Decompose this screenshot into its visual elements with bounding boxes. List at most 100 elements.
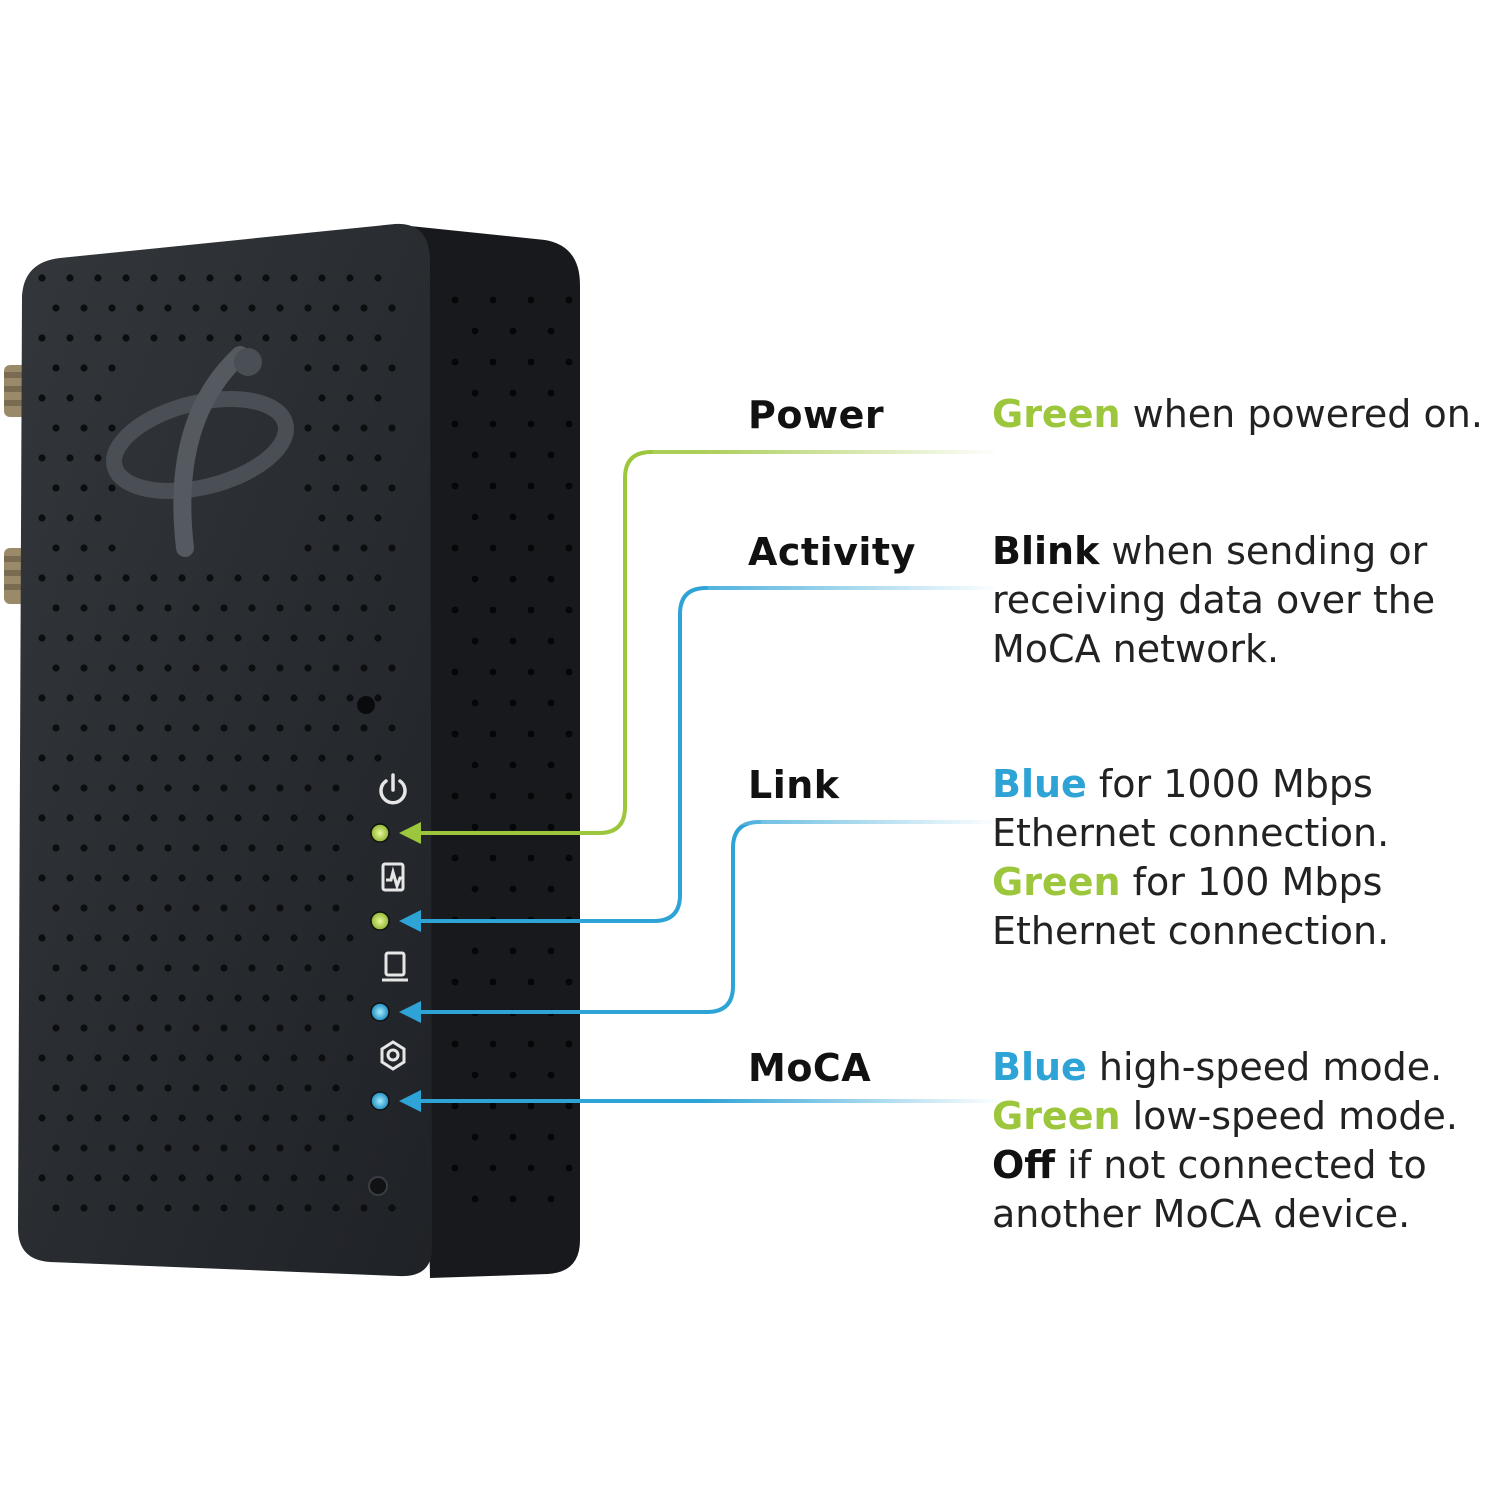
vent-hole xyxy=(206,574,214,582)
vent-hole xyxy=(52,364,60,372)
vent-hole xyxy=(318,874,326,882)
vent-hole xyxy=(262,1054,270,1062)
vent-hole xyxy=(164,844,172,852)
moca-label: MoCA xyxy=(748,1046,872,1090)
side-vent-hole xyxy=(471,513,479,521)
vent-hole xyxy=(234,934,242,942)
vent-hole xyxy=(346,394,354,402)
side-vent-hole xyxy=(509,1071,517,1079)
link-connector xyxy=(399,819,1000,1023)
side-vent-hole xyxy=(527,1040,535,1048)
vent-hole xyxy=(94,754,102,762)
vent-hole xyxy=(66,514,74,522)
vent-hole xyxy=(290,874,298,882)
vent-hole xyxy=(360,364,368,372)
vent-hole xyxy=(38,274,46,282)
side-vent-hole xyxy=(489,1164,497,1172)
vent-hole xyxy=(374,634,382,642)
vent-hole xyxy=(80,664,88,672)
vent-hole xyxy=(94,934,102,942)
vent-hole xyxy=(304,844,312,852)
vent-hole xyxy=(52,664,60,672)
side-vent-hole xyxy=(565,420,573,428)
vent-hole xyxy=(136,1024,144,1032)
side-vent-hole xyxy=(471,885,479,893)
keyword: Blue xyxy=(992,762,1087,806)
vent-hole xyxy=(94,994,102,1002)
vent-hole xyxy=(122,754,130,762)
vent-hole xyxy=(318,934,326,942)
vent-hole xyxy=(332,1144,340,1152)
side-vent-hole xyxy=(527,1164,535,1172)
side-vent-hole xyxy=(547,761,555,769)
vent-hole xyxy=(332,1084,340,1092)
side-vent-hole xyxy=(471,451,479,459)
vent-hole xyxy=(192,604,200,612)
arrow-head xyxy=(399,1090,421,1112)
side-vent-hole xyxy=(489,668,497,676)
vent-hole xyxy=(304,424,312,432)
power-label: Power xyxy=(748,393,885,437)
vent-hole xyxy=(248,1024,256,1032)
vent-hole xyxy=(276,664,284,672)
description-line: Green for 100 Mbps xyxy=(992,858,1389,907)
vent-hole xyxy=(220,1144,228,1152)
vent-hole xyxy=(262,874,270,882)
vent-hole xyxy=(332,484,340,492)
vent-hole xyxy=(290,1054,298,1062)
vent-hole xyxy=(220,784,228,792)
vent-hole xyxy=(94,634,102,642)
vent-hole xyxy=(178,574,186,582)
vent-hole xyxy=(38,574,46,582)
power-icon xyxy=(379,773,407,805)
callout-connectors xyxy=(399,449,1000,1112)
vent-hole xyxy=(304,1024,312,1032)
side-vent-hole xyxy=(489,420,497,428)
vent-hole xyxy=(290,934,298,942)
description-text: MoCA network. xyxy=(992,627,1280,671)
vent-hole xyxy=(108,1084,116,1092)
side-vent-hole xyxy=(509,1195,517,1203)
side-vent-hole xyxy=(471,575,479,583)
vent-hole xyxy=(262,694,270,702)
vent-hole xyxy=(304,484,312,492)
side-vent-hole xyxy=(509,327,517,335)
side-vent-hole xyxy=(471,699,479,707)
description-line: Green low-speed mode. xyxy=(992,1092,1458,1141)
vent-hole xyxy=(346,754,354,762)
arrow-head xyxy=(399,822,421,844)
vent-hole xyxy=(122,694,130,702)
vent-hole xyxy=(332,844,340,852)
vent-hole xyxy=(388,364,396,372)
vent-hole xyxy=(346,334,354,342)
vent-hole xyxy=(108,304,116,312)
side-vent-hole xyxy=(547,1195,555,1203)
vent-hole xyxy=(66,1054,74,1062)
vent-hole xyxy=(94,574,102,582)
vent-hole xyxy=(346,454,354,462)
vent-hole xyxy=(38,694,46,702)
vent-hole xyxy=(136,304,144,312)
side-vent-hole xyxy=(547,513,555,521)
vent-hole xyxy=(220,604,228,612)
vent-hole xyxy=(304,604,312,612)
side-vent-hole xyxy=(547,637,555,645)
side-vent-hole xyxy=(451,1040,459,1048)
vent-hole xyxy=(38,754,46,762)
side-vent-hole xyxy=(547,1133,555,1141)
vent-hole xyxy=(150,1054,158,1062)
vent-hole xyxy=(234,274,242,282)
vent-hole xyxy=(38,454,46,462)
vent-hole xyxy=(304,724,312,732)
side-vent-hole xyxy=(547,575,555,583)
vent-hole xyxy=(332,544,340,552)
side-vent-hole xyxy=(565,854,573,862)
vent-hole xyxy=(234,754,242,762)
vent-hole xyxy=(52,964,60,972)
vent-hole xyxy=(94,454,102,462)
vent-hole xyxy=(374,454,382,462)
side-vent-hole xyxy=(547,947,555,955)
